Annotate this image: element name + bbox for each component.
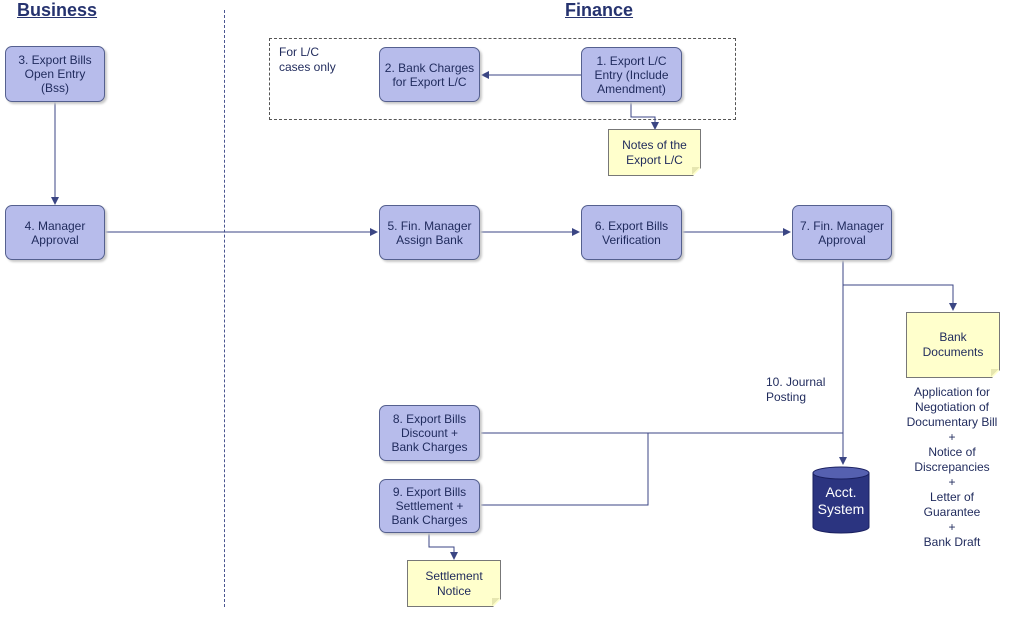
note-settlement-notice-text: Settlement Notice (425, 568, 483, 598)
step-4-manager-approval[interactable]: 4. Manager Approval (5, 205, 105, 260)
step-1-export-lc-entry[interactable]: 1. Export L/C Entry (Include Amendment) (581, 47, 682, 102)
journal-posting-label: 10. Journal Posting (766, 375, 826, 404)
lane-title-business: Business (17, 0, 98, 20)
acct-system-label: Acct. System (817, 484, 865, 517)
step-3-export-bills-open-entry[interactable]: 3. Export Bills Open Entry (Bss) (5, 46, 105, 102)
lane-divider (224, 10, 225, 607)
lc-cases-label: For L/C cases only (279, 45, 336, 74)
bank-documents-list: Application for Negotiation of Documenta… (906, 385, 998, 549)
note-bank-documents-text: Bank Documents (922, 330, 984, 359)
step-2-bank-charges[interactable]: 2. Bank Charges for Export L/C (379, 47, 480, 102)
database-icon[interactable] (812, 466, 870, 534)
note-fold-icon (692, 167, 700, 175)
step-9-export-bills-settlement[interactable]: 9. Export Bills Settlement + Bank Charge… (379, 479, 480, 533)
edge-s9-acct-system (481, 433, 649, 506)
edge-s9-settlement-notice (428, 532, 458, 560)
note-settlement-notice: Settlement Notice (407, 560, 501, 607)
step-8-export-bills-discount[interactable]: 8. Export Bills Discount + Bank Charges (379, 405, 480, 461)
note-lc-notes: Notes of the Export L/C (608, 129, 701, 176)
note-fold-icon (991, 369, 999, 377)
step-7-fin-manager-approval[interactable]: 7. Fin. Manager Approval (792, 205, 892, 260)
note-lc-notes-text: Notes of the Export L/C (622, 137, 687, 167)
step-6-export-bills-verification[interactable]: 6. Export Bills Verification (581, 205, 682, 260)
note-bank-documents: Bank Documents (906, 312, 1000, 378)
lc-cases-group (269, 38, 736, 120)
step-5-fin-manager-assign-bank[interactable]: 5. Fin. Manager Assign Bank (379, 205, 480, 260)
lane-title-finance: Finance (565, 0, 634, 20)
note-fold-icon (492, 598, 500, 606)
edge-s7-bank-documents (843, 284, 957, 311)
edge-s1-notes (630, 102, 659, 130)
